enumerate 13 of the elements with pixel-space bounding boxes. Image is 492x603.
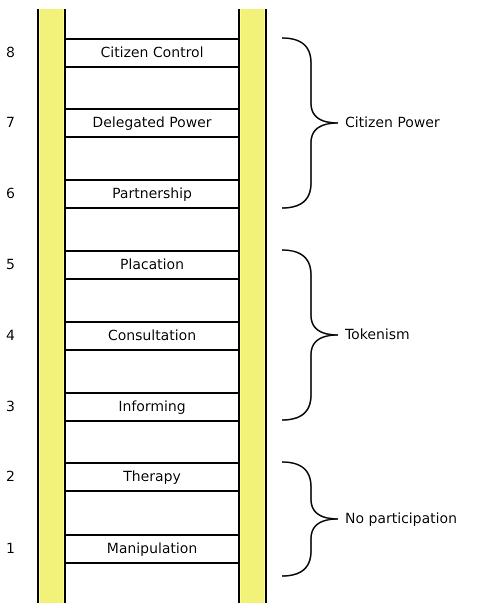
rung-number: 3 bbox=[6, 398, 15, 417]
rung-number: 2 bbox=[6, 468, 15, 487]
rung-number: 6 bbox=[6, 185, 15, 204]
rung-number: 5 bbox=[6, 256, 15, 275]
ladder-rail bbox=[238, 9, 267, 603]
ladder-rail bbox=[37, 9, 66, 603]
rung-number: 1 bbox=[6, 540, 15, 559]
group-label: Citizen Power bbox=[345, 114, 440, 133]
rung-number: 8 bbox=[6, 44, 15, 63]
rung-number: 4 bbox=[6, 327, 15, 346]
group-label: No participation bbox=[345, 510, 457, 529]
rung-number: 7 bbox=[6, 114, 15, 133]
group-label: Tokenism bbox=[345, 326, 410, 345]
